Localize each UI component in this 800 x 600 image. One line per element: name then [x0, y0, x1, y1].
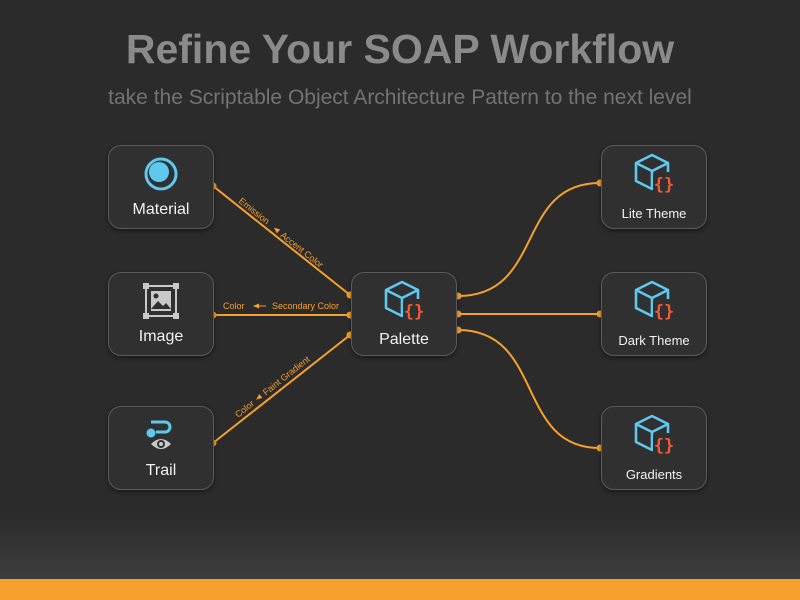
scriptable-object-icon: {}: [602, 279, 706, 323]
node-lite-theme[interactable]: {} Lite Theme: [601, 145, 707, 229]
node-material[interactable]: Material: [108, 145, 214, 229]
edge-material-palette[interactable]: [212, 185, 351, 296]
node-dark-theme[interactable]: {} Dark Theme: [601, 272, 707, 356]
scriptable-object-icon: {}: [602, 413, 706, 457]
page-subtitle: take the Scriptable Object Architecture …: [108, 86, 692, 109]
node-palette[interactable]: {} Palette: [351, 272, 457, 356]
svg-text:{}: {}: [654, 302, 674, 322]
svg-text:{}: {}: [654, 175, 674, 195]
node-label: Material: [132, 201, 190, 218]
node-image[interactable]: Image: [108, 272, 214, 356]
footer-bar: [0, 579, 800, 600]
node-trail[interactable]: Trail: [108, 406, 214, 490]
node-gradients[interactable]: {} Gradients: [601, 406, 707, 490]
scriptable-object-icon: {}: [352, 279, 456, 323]
node-label: Dark Theme: [618, 333, 690, 348]
edge-trail-palette[interactable]: [212, 334, 351, 444]
edge-label-material-target: Emission: [237, 196, 272, 227]
page-title: Refine Your SOAP Workflow: [125, 26, 675, 72]
node-label: Trail: [145, 462, 177, 479]
edge-palette-gradients[interactable]: [457, 329, 601, 449]
edge-label-trail-source: Faint Gradient: [261, 354, 312, 398]
node-label: Gradients: [625, 467, 683, 482]
scriptable-object-icon: {}: [602, 152, 706, 196]
image-frame-icon: [109, 279, 213, 323]
arrow-left-icon: [273, 227, 281, 234]
edge-palette-lite-theme[interactable]: [457, 182, 601, 297]
edge-label-image-target: Color: [223, 301, 245, 311]
node-label: Lite Theme: [621, 206, 687, 221]
arrow-left-icon: [253, 303, 259, 309]
material-sphere-icon: [109, 152, 213, 196]
arrow-left-icon: [256, 393, 263, 400]
edge-label-trail-target: Color: [233, 398, 256, 419]
node-label: Palette: [379, 331, 429, 348]
edge-label-material-source: Accent Color: [279, 230, 326, 270]
edge-label-image-source: Secondary Color: [272, 301, 339, 311]
trail-eye-icon: [109, 413, 213, 457]
svg-text:{}: {}: [404, 302, 424, 322]
svg-text:{}: {}: [654, 436, 674, 456]
node-label: Image: [138, 328, 184, 345]
